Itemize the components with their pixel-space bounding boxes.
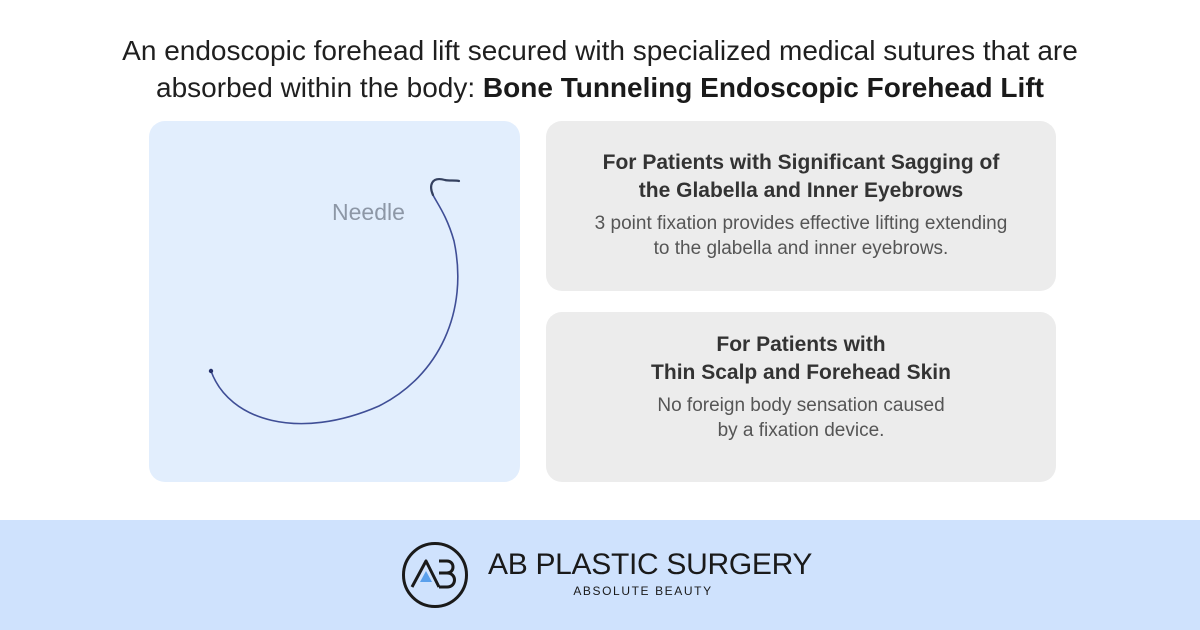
card-desc-line: No foreign body sensation caused: [657, 395, 945, 416]
card-desc-line: to the glabella and inner eyebrows.: [653, 238, 949, 259]
card-desc-line: by a fixation device.: [717, 420, 885, 441]
headline-line-1: An endoscopic forehead lift secured with…: [122, 35, 1078, 66]
footer-brand-bar: AB PLASTIC SURGERY ABSOLUTE BEAUTY: [0, 520, 1200, 630]
card-title: For Patients with Thin Scalp and Forehea…: [546, 331, 1056, 387]
card-title-line: Thin Scalp and Forehead Skin: [651, 361, 951, 384]
needle-image-panel: Needle: [149, 121, 520, 482]
headline-emphasis: Bone Tunneling Endoscopic Forehead Lift: [482, 72, 1044, 103]
card-title-line: For Patients with Significant Sagging of: [602, 151, 1000, 174]
needle-curve: [430, 178, 461, 197]
info-card-thin-scalp: For Patients with Thin Scalp and Forehea…: [546, 312, 1056, 482]
brand-tagline: ABSOLUTE BEAUTY: [573, 584, 713, 598]
suture-needle-illustration: [208, 178, 461, 425]
card-desc-line: 3 point fixation provides effective lift…: [594, 213, 1008, 234]
card-title: For Patients with Significant Sagging of…: [546, 149, 1056, 205]
brand-name: AB PLASTIC SURGERY: [488, 548, 813, 581]
suture-end: [208, 368, 214, 374]
ab-logo-icon: [402, 542, 468, 608]
card-description: 3 point fixation provides effective lift…: [546, 211, 1056, 261]
suture-thread: [210, 194, 459, 425]
headline: An endoscopic forehead lift secured with…: [0, 32, 1200, 106]
card-title-line: For Patients with: [716, 333, 886, 356]
card-title-line: the Glabella and Inner Eyebrows: [638, 179, 964, 202]
headline-line-2: absorbed within the body: Bone Tunneling…: [0, 69, 1200, 106]
card-description: No foreign body sensation caused by a fi…: [546, 393, 1056, 443]
info-card-glabella: For Patients with Significant Sagging of…: [546, 121, 1056, 291]
headline-prefix: absorbed within the body:: [156, 72, 483, 103]
needle-label: Needle: [332, 199, 405, 225]
